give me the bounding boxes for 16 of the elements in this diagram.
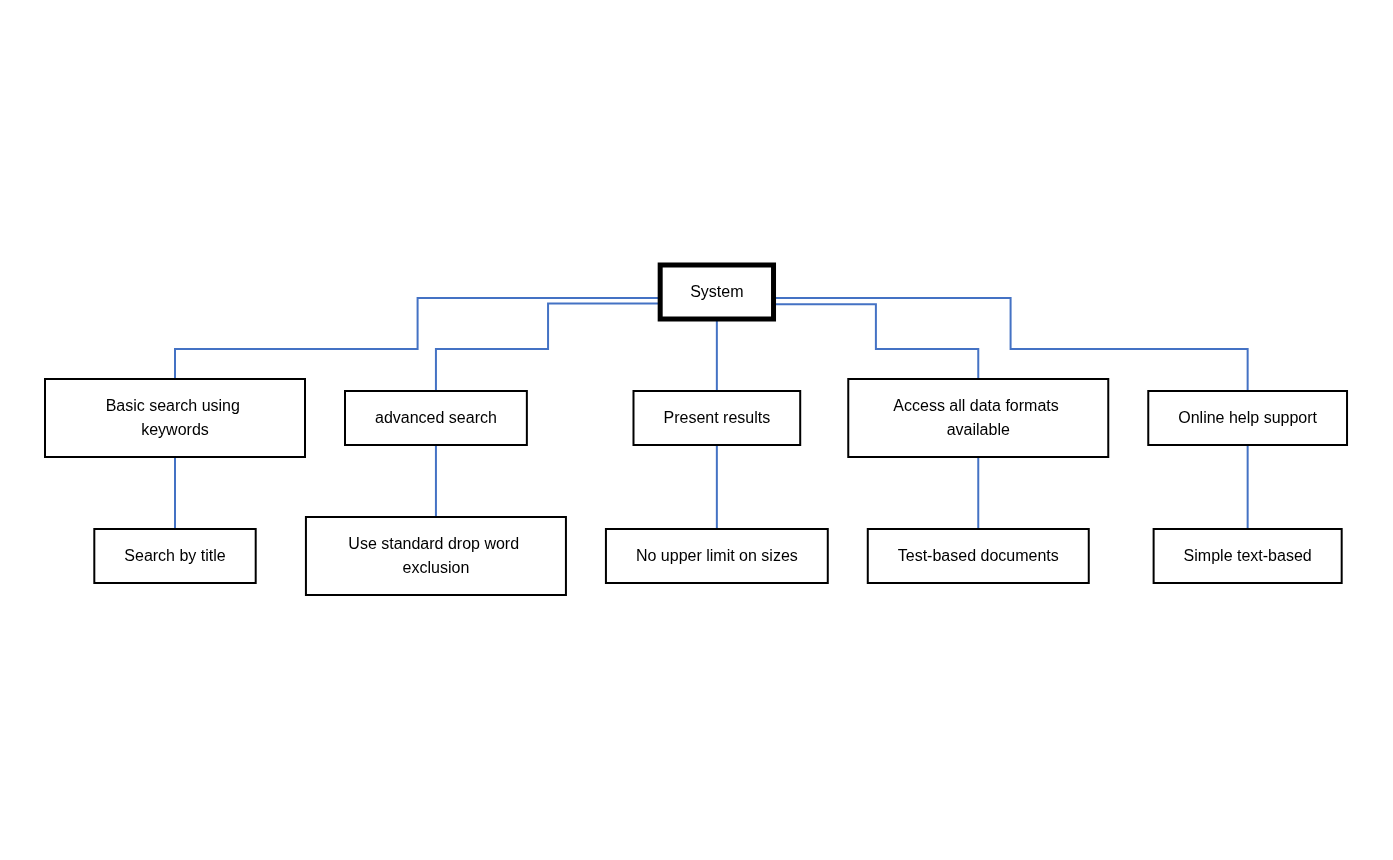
node-box: Basic search using keywords: [44, 378, 307, 458]
node-box: advanced search: [344, 390, 529, 446]
node-box: System: [658, 262, 777, 322]
connector: [435, 444, 438, 518]
node-box: Present results: [633, 390, 802, 446]
node-box: Online help support: [1147, 390, 1349, 446]
connector: [716, 444, 719, 530]
connector: [1247, 444, 1250, 530]
node-box: Search by title: [93, 528, 258, 584]
connector: [977, 456, 980, 530]
node-box: Use standard drop word exclusion: [305, 516, 568, 596]
node-box: Access all data formats available: [847, 378, 1110, 458]
node-box: No upper limit on sizes: [605, 528, 830, 584]
node-box: Test-based documents: [867, 528, 1091, 584]
connector: [174, 456, 177, 530]
node-box: Simple text-based: [1153, 528, 1344, 584]
